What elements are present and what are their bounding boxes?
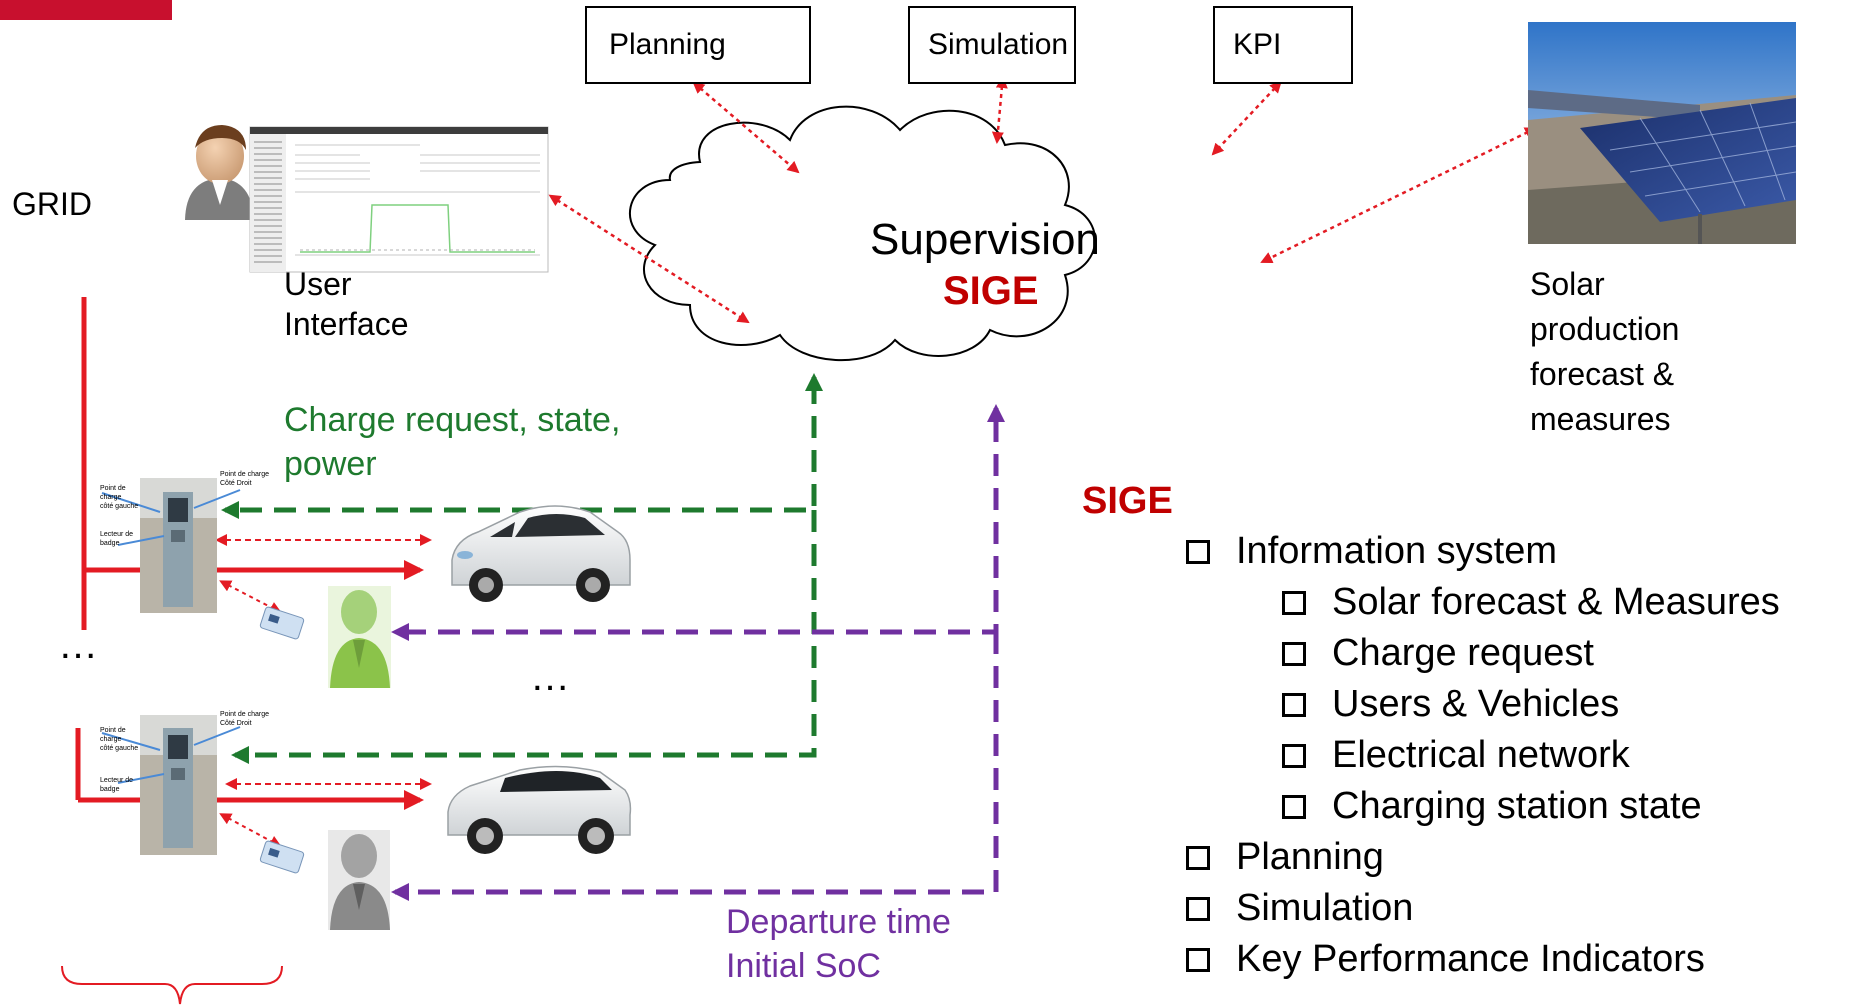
- grid-label: GRID: [12, 186, 92, 222]
- station1-badge-line2: badge: [100, 540, 120, 547]
- station2-left-point-label: Point de charge côté gauche: [100, 726, 138, 753]
- sige-item-label: Charge request: [1332, 632, 1594, 674]
- sige-item-label: Users & Vehicles: [1332, 683, 1620, 725]
- person-icon: [185, 125, 254, 220]
- ellipsis-mid: …: [530, 655, 570, 699]
- sige-item-label: Planning: [1236, 836, 1384, 878]
- station1-right-point-line1: Point de charge: [220, 471, 270, 478]
- sige-item-label: Electrical network: [1332, 734, 1630, 776]
- badge-card-icon-1: [259, 606, 305, 640]
- badge-card-icon-2: [259, 840, 305, 874]
- purple-dashed-departure: [391, 420, 999, 901]
- charge-request-label: Charge request, state, power: [284, 398, 620, 486]
- brand-corner-bar: [0, 0, 172, 20]
- arrow-simulation-cloud: [991, 76, 1008, 144]
- station1-left-point-label: Point de charge côté gauche: [100, 484, 138, 511]
- ellipsis-left: …: [58, 623, 98, 667]
- solar-panel-photo: [1528, 22, 1797, 244]
- solar-line4: measures: [1530, 401, 1671, 437]
- solar-line1: Solar: [1530, 266, 1605, 302]
- checkbox-icon: [1186, 539, 1210, 564]
- cloud-subtitle: SIGE: [943, 269, 1039, 313]
- simulation-box: Simulation: [908, 6, 1076, 84]
- brace: [61, 965, 283, 1005]
- sige-item-label: Key Performance Indicators: [1236, 938, 1705, 980]
- station2-left-point-line3: côté gauche: [100, 745, 139, 752]
- solar-line2: production: [1530, 311, 1680, 347]
- sige-item-label: Solar forecast & Measures: [1332, 581, 1780, 623]
- station2-right-point-line1: Point de charge: [220, 711, 270, 718]
- departure-line2: Initial SoC: [726, 947, 881, 985]
- station1-left-point-line3: côté gauche: [100, 503, 139, 510]
- departure-line1: Departure time: [726, 903, 951, 941]
- planning-label: Planning: [609, 28, 726, 61]
- station1-right-point-line2: Côté Droit: [220, 480, 252, 487]
- solar-line3: forecast &: [1530, 356, 1675, 392]
- sige-item-charging-station-state: Charging station state: [1282, 785, 1702, 828]
- ui-screenshot-icon: [249, 126, 549, 273]
- checkbox-icon: [1282, 743, 1306, 768]
- departure-label: Departure time Initial SoC: [726, 900, 951, 988]
- station1-left-point-line1: Point de: [100, 485, 126, 492]
- arrow-kpi-cloud: [1211, 80, 1282, 156]
- user-interface-line2: Interface: [284, 306, 409, 342]
- charge-request-line2: power: [284, 445, 377, 483]
- station2-badge-reader-label: Lecteur de badge: [100, 776, 133, 794]
- user-interface-line1: User: [284, 266, 352, 302]
- solar-label: Solar production forecast & measures: [1530, 262, 1679, 442]
- simulation-label: Simulation: [928, 28, 1069, 61]
- arrow-solar-cloud: [1260, 127, 1537, 264]
- kpi-box: KPI: [1213, 6, 1353, 84]
- charge-request-line1: Charge request, state,: [284, 401, 621, 439]
- planning-box: Planning: [585, 6, 811, 84]
- cloud-title: Supervision: [870, 215, 1100, 264]
- checkbox-icon: [1186, 896, 1210, 921]
- station1-badge-line1: Lecteur de: [100, 531, 134, 538]
- arrow-planning-cloud: [692, 81, 800, 174]
- user-interface-label: User Interface: [284, 264, 409, 344]
- station2-left-point-line1: Point de: [100, 727, 126, 734]
- user-green-icon: [328, 586, 391, 688]
- car-icon-1: [451, 505, 631, 602]
- station2-right-point-line2: Côté Droit: [220, 720, 252, 727]
- sige-item-electrical-network: Electrical network: [1282, 734, 1630, 777]
- station1-right-point-label: Point de charge Côté Droit: [220, 470, 269, 488]
- checkbox-icon: [1282, 590, 1306, 615]
- checkbox-icon: [1282, 641, 1306, 666]
- sige-heading: SIGE: [1082, 480, 1173, 522]
- sige-item-label: Charging station state: [1332, 785, 1702, 827]
- station2-badge-line1: Lecteur de: [100, 777, 134, 784]
- sige-item-information-system: Information system: [1186, 530, 1557, 573]
- checkbox-icon: [1186, 947, 1210, 972]
- station1-badge-reader-label: Lecteur de badge: [100, 530, 133, 548]
- checkbox-icon: [1282, 794, 1306, 819]
- sige-item-users-vehicles: Users & Vehicles: [1282, 683, 1619, 726]
- station2-badge-line2: badge: [100, 786, 120, 793]
- sige-item-kpi: Key Performance Indicators: [1186, 938, 1705, 981]
- station2-right-point-label: Point de charge Côté Droit: [220, 710, 269, 728]
- sige-item-solar-forecast: Solar forecast & Measures: [1282, 581, 1780, 624]
- station2-left-point-line2: charge: [100, 736, 122, 743]
- station1-left-point-line2: charge: [100, 494, 122, 501]
- charging-station-photo-2: [101, 715, 241, 855]
- checkbox-icon: [1186, 845, 1210, 870]
- sige-item-charge-request: Charge request: [1282, 632, 1594, 675]
- kpi-label: KPI: [1233, 28, 1282, 61]
- user-grey-icon: [328, 830, 390, 930]
- checkbox-icon: [1282, 692, 1306, 717]
- sige-item-label: Simulation: [1236, 887, 1414, 929]
- charging-station-photo-1: [101, 478, 241, 613]
- sige-item-label: Information system: [1236, 530, 1557, 572]
- arrow-station2-badge: [219, 813, 282, 847]
- sige-item-planning: Planning: [1186, 836, 1384, 879]
- car-icon-2: [447, 765, 632, 854]
- arrow-ui-cloud: [548, 194, 750, 324]
- green-dashed-charge-request: [221, 382, 817, 764]
- sige-item-simulation: Simulation: [1186, 887, 1413, 930]
